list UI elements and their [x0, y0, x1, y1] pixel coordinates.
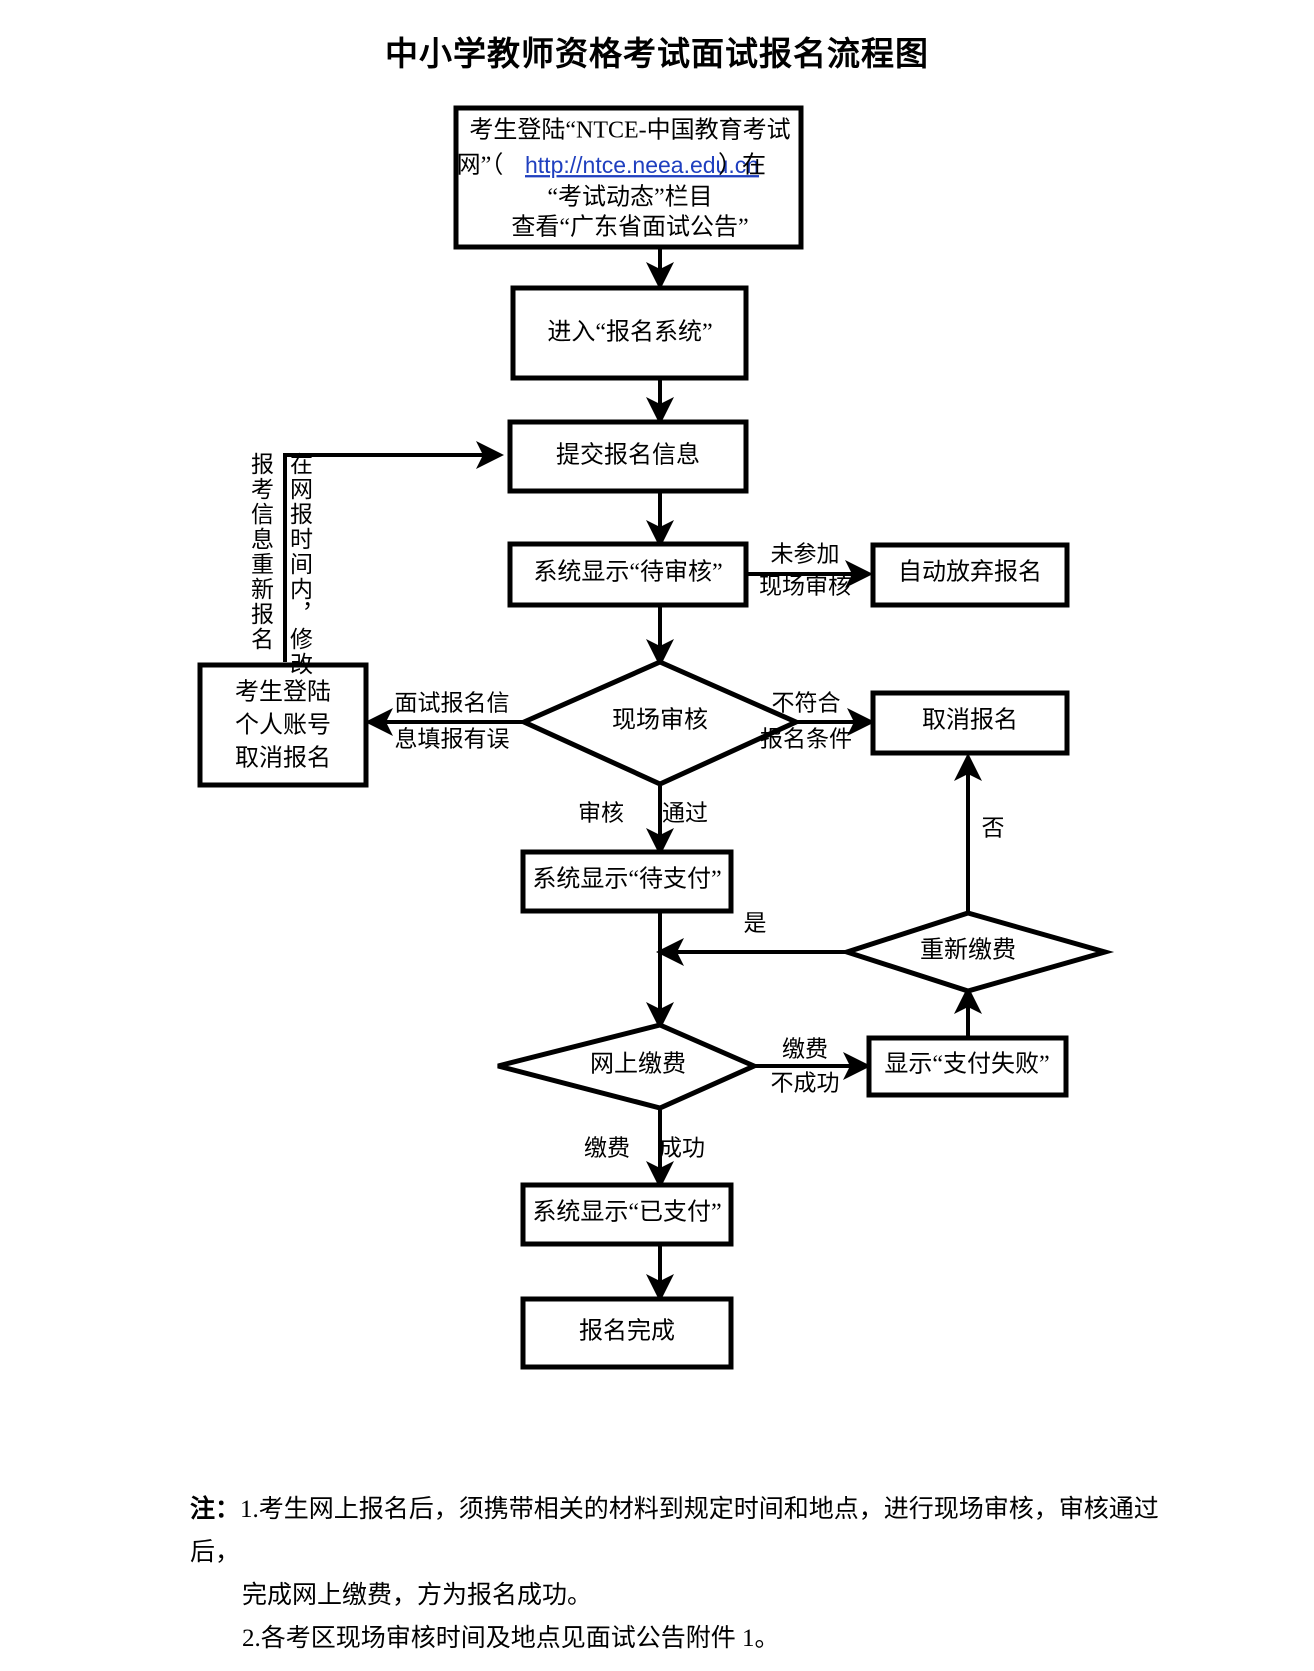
edge-label-review-pass: 审核 通过 — [578, 800, 708, 825]
notes-block: 注：1.考生网上报名后，须携带相关的材料到规定时间和地点，进行现场审核，审核通过… — [190, 1488, 1190, 1660]
info-wrong-line-2: 息填报有误 — [395, 726, 510, 751]
loop-label-right-vertical: 在网报时间内，修改 — [286, 452, 312, 677]
no-onsite-line-2: 现场审核 — [759, 573, 851, 598]
edge-label-pay-fail: 缴费 不成功 — [771, 1036, 840, 1095]
node-cancel-by-self[interactable]: 考生登陆 个人账号 取消报名 — [197, 662, 369, 788]
node-pending-review[interactable]: 系统显示“待审核” — [507, 541, 749, 608]
enter-system-label: 进入“报名系统” — [547, 319, 712, 346]
pay-fail-line-2: 不成功 — [771, 1070, 840, 1095]
not-qualified-line-1: 不符合 — [772, 690, 841, 715]
yes-label: 是 — [744, 910, 767, 935]
start-line-2-prefix: 网”（ — [457, 153, 504, 179]
pending-payment-label: 系统显示“待支付” — [532, 866, 721, 893]
notes-label: 注： — [190, 1496, 241, 1523]
pay-ok-right: 成功 — [659, 1135, 705, 1160]
start-line-3: “考试动态”栏目 — [547, 184, 712, 211]
payment-failed-label: 显示“支付失败” — [884, 1051, 1049, 1078]
onsite-review-label: 现场审核 — [612, 707, 708, 734]
pending-review-label: 系统显示“待审核” — [533, 559, 722, 586]
ntce-url-link[interactable]: http://ntce.neea.edu.cn — [525, 152, 759, 178]
cancel-by-self-line-2: 个人账号 — [235, 712, 331, 739]
node-start-box[interactable]: 考生登陆“NTCE-中国教育考试 网”（ http://ntce.neea.ed… — [453, 105, 804, 250]
cancel-by-self-line-1: 考生登陆 — [235, 679, 331, 706]
paid-label: 系统显示“已支付” — [532, 1199, 721, 1226]
note-item-1-text-a: 1.考生网上报名后，须携带相关的材料到规定时间和地点，进行现场审核，审核通过后， — [190, 1496, 1159, 1566]
online-payment-label: 网上缴费 — [590, 1051, 686, 1078]
cancel-registration-label: 取消报名 — [922, 707, 1018, 734]
edge-label-pay-ok: 缴费 成功 — [584, 1135, 705, 1160]
edge-label-no: 否 — [982, 815, 1005, 840]
note-item-2: 2.各考区现场审核时间及地点见面试公告附件 1。 — [242, 1625, 780, 1652]
node-submit-info[interactable]: 提交报名信息 — [507, 419, 749, 494]
review-pass-left: 审核 — [578, 800, 624, 825]
page-title: 中小学教师资格考试面试报名流程图 — [385, 37, 929, 73]
node-payment-failed[interactable]: 显示“支付失败” — [866, 1035, 1069, 1098]
repay-label: 重新缴费 — [920, 937, 1016, 964]
start-line-4: 查看“广东省面试公告” — [511, 214, 748, 241]
done-label: 报名完成 — [579, 1318, 675, 1345]
submit-info-label: 提交报名信息 — [556, 442, 700, 469]
node-repay[interactable]: 重新缴费 — [838, 910, 1115, 994]
pay-ok-left: 缴费 — [584, 1135, 630, 1160]
node-auto-abandon[interactable]: 自动放弃报名 — [870, 542, 1070, 608]
no-label: 否 — [982, 815, 1005, 840]
info-wrong-line-1: 面试报名信 — [395, 690, 510, 715]
pay-fail-line-1: 缴费 — [782, 1036, 828, 1061]
start-line-1: 考生登陆“NTCE-中国教育考试 — [469, 117, 790, 144]
node-enter-system[interactable]: 进入“报名系统” — [510, 285, 749, 381]
start-line-2-suffix: ）在 — [718, 152, 766, 179]
no-onsite-line-1: 未参加 — [771, 541, 840, 566]
loop-label-left-vertical: 报考信息重新报名 — [247, 452, 273, 652]
cancel-by-self-line-3: 取消报名 — [235, 745, 331, 772]
node-cancel-registration[interactable]: 取消报名 — [870, 690, 1070, 756]
node-online-payment[interactable]: 网上缴费 — [497, 1022, 761, 1111]
edge-cancel-self-loop-to-submit — [283, 441, 504, 662]
review-pass-right: 通过 — [662, 800, 708, 825]
note-item-1-line-2: 完成网上缴费，方为报名成功。 — [242, 1582, 593, 1609]
node-pending-payment[interactable]: 系统显示“待支付” — [520, 849, 734, 914]
node-onsite-review[interactable]: 现场审核 — [517, 659, 803, 787]
edge-label-no-onsite: 未参加 现场审核 — [759, 541, 851, 598]
auto-abandon-label: 自动放弃报名 — [898, 559, 1042, 586]
edge-label-info-wrong: 面试报名信 息填报有误 — [395, 690, 510, 751]
edge-label-not-qualified: 不符合 报名条件 — [760, 690, 852, 751]
edge-label-yes: 是 — [744, 910, 767, 935]
not-qualified-line-2: 报名条件 — [760, 726, 852, 751]
node-paid[interactable]: 系统显示“已支付” — [520, 1182, 734, 1247]
note-item-1-line-1: 注：1.考生网上报名后，须携带相关的材料到规定时间和地点，进行现场审核，审核通过… — [190, 1488, 1190, 1574]
node-done[interactable]: 报名完成 — [520, 1296, 734, 1370]
